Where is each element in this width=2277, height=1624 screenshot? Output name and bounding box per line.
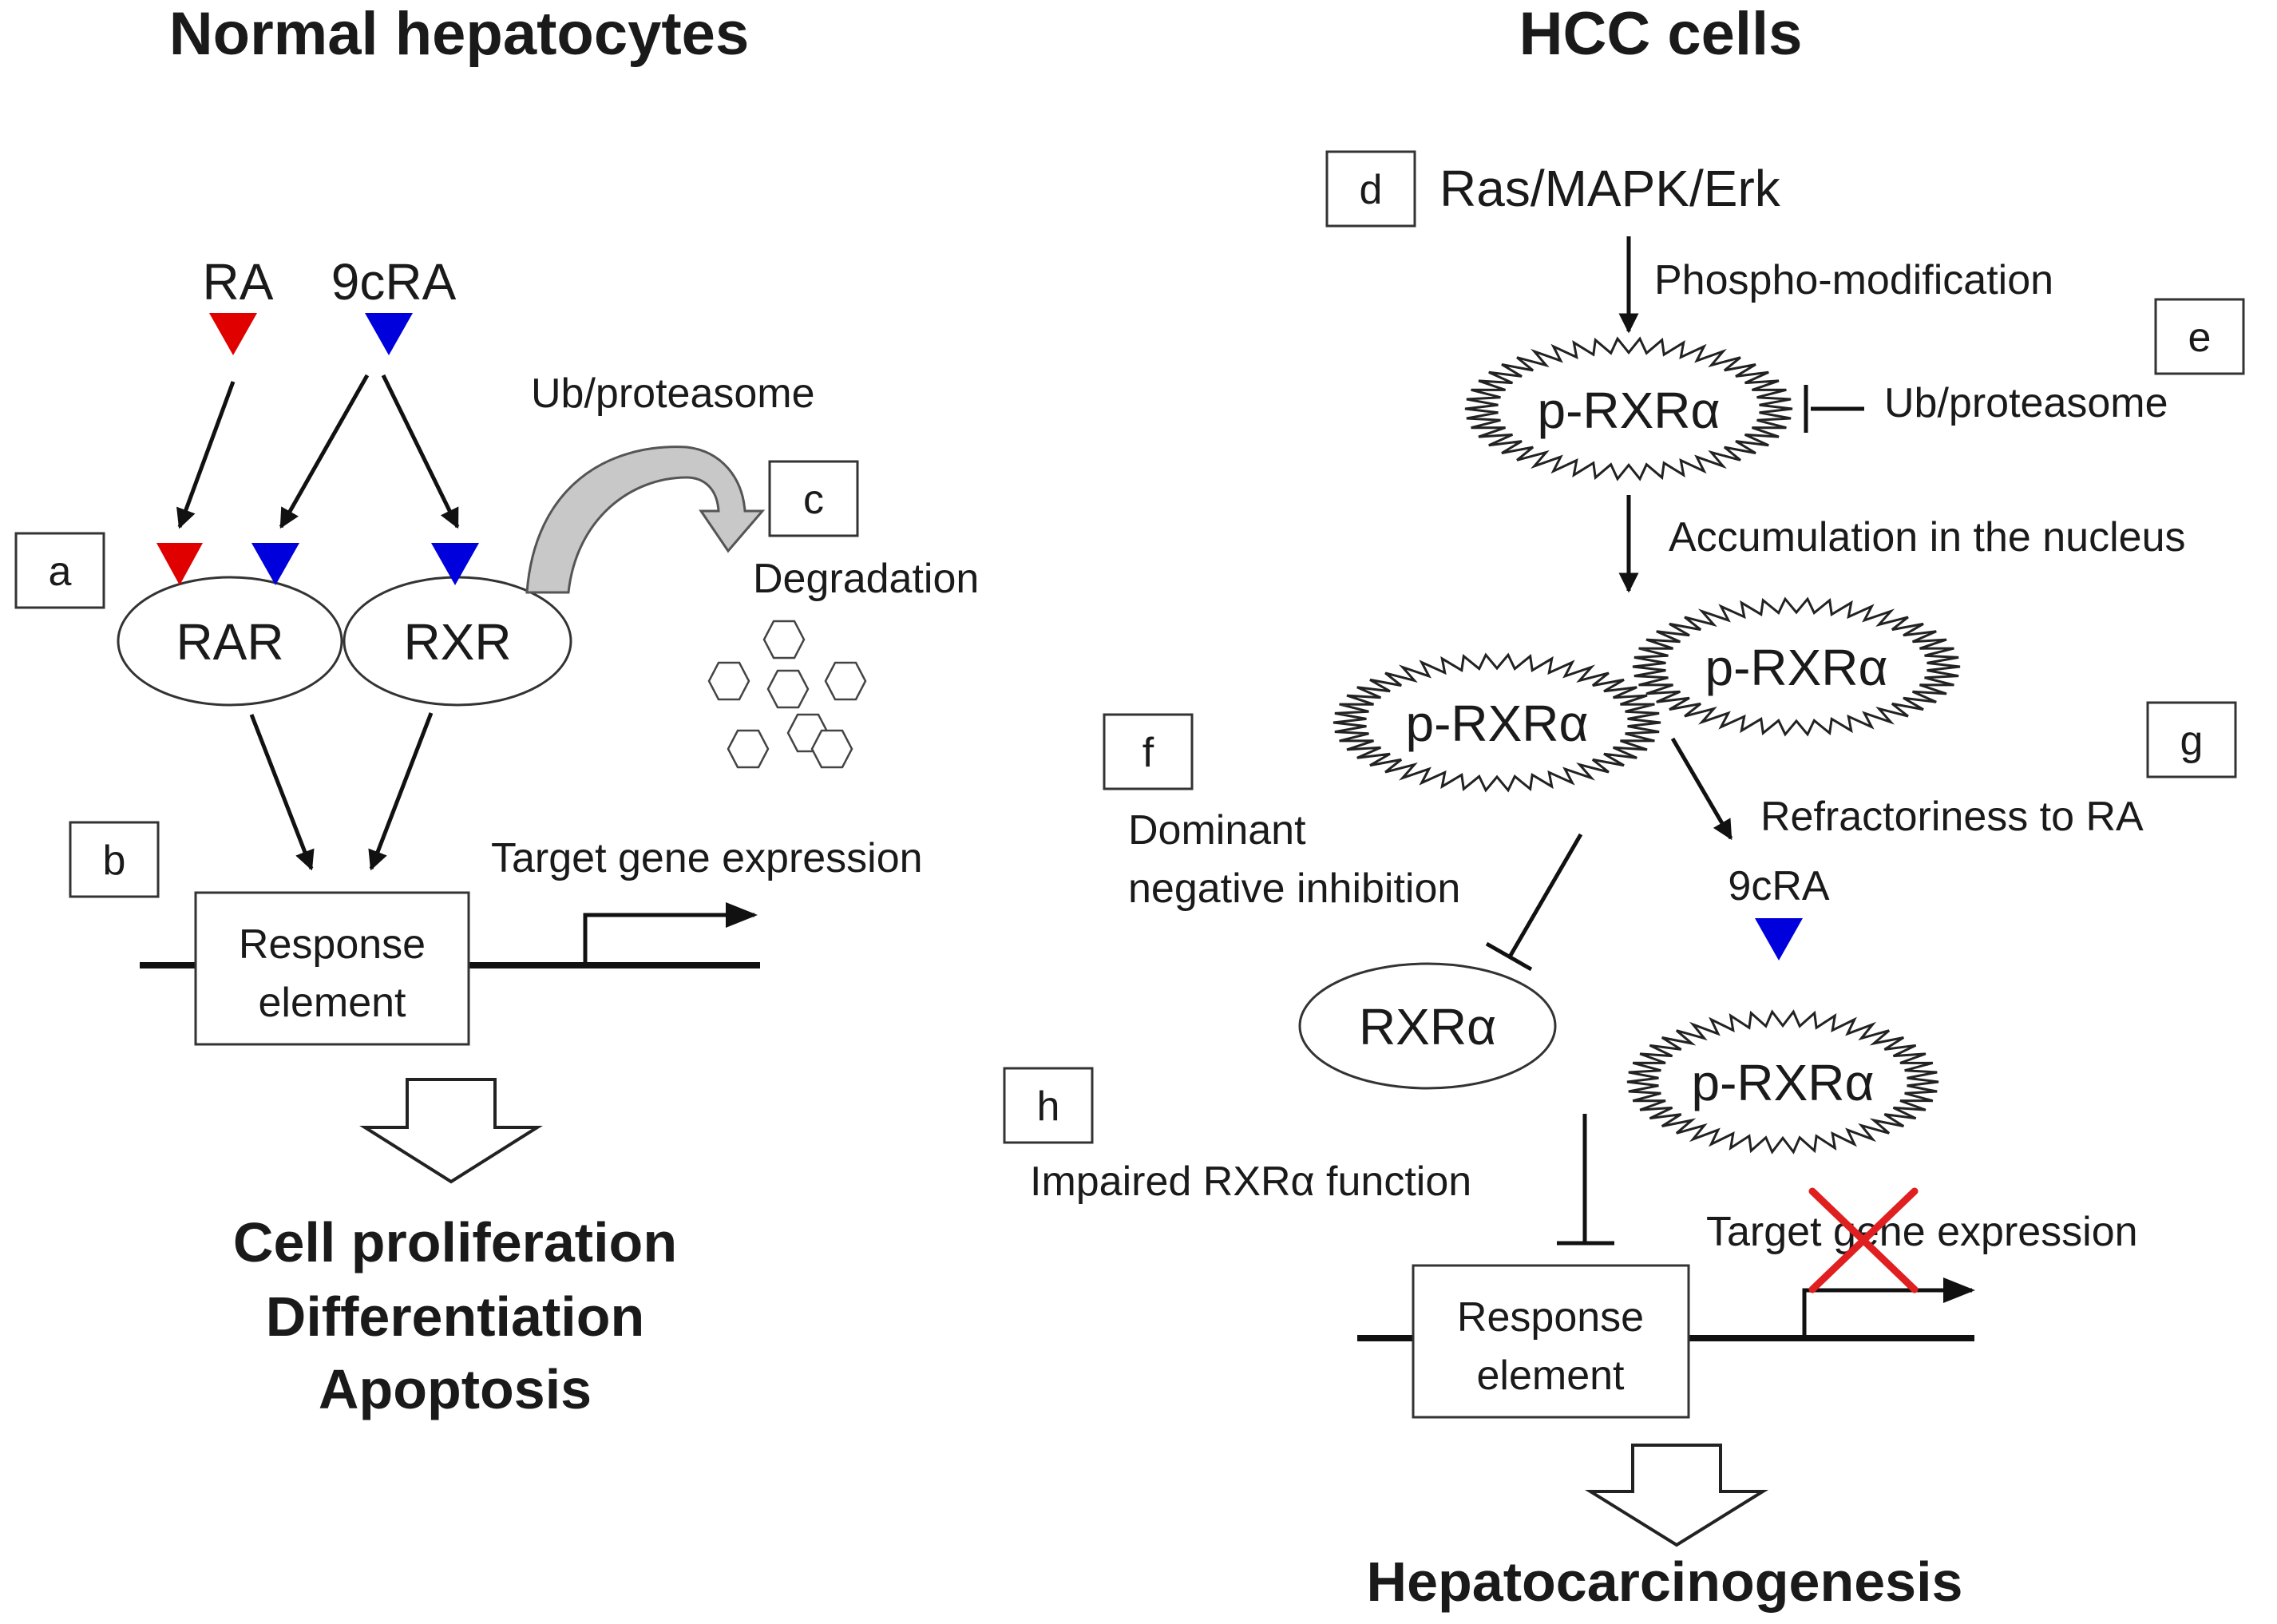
rxra-receptor	[1298, 962, 1557, 1090]
label-box-c	[768, 460, 859, 537]
bound-9cra-rxr-icon	[431, 543, 479, 585]
prxr-burst-bottom	[1626, 1009, 1939, 1155]
dominant-negative-inhibition-bar	[1485, 941, 1533, 972]
rar-label: RAR	[176, 613, 283, 671]
right-9cra-label: 9cRA	[1728, 863, 1829, 909]
fragment-4	[824, 661, 867, 701]
outcome-cell-proliferation: Cell proliferation	[233, 1211, 677, 1273]
label-box-d	[1325, 150, 1416, 228]
arrow-rar-to-element	[249, 714, 315, 871]
bound-9cra-rar-icon	[251, 543, 299, 585]
left-ub-proteasome-label: Ub/proteasome	[531, 370, 815, 417]
prxr-right-label: p-RXRα	[1705, 639, 1887, 696]
outcome-apoptosis: Apoptosis	[319, 1358, 592, 1420]
label-box-h	[1003, 1067, 1094, 1144]
degradation-curved-arrow	[525, 446, 766, 594]
dominant-label-1: Dominant	[1128, 807, 1306, 854]
label-h: h	[1037, 1083, 1060, 1130]
blocked-expression-cross-icon	[1808, 1187, 1919, 1293]
left-response-element-box	[194, 891, 470, 1046]
phospho-modification-label: Phospho-modification	[1654, 257, 2053, 303]
left-outcome-arrow	[359, 1078, 543, 1184]
ras-mapk-erk-label: Ras/MAPK/Erk	[1439, 160, 1781, 217]
arrow-9cra-to-rxr	[381, 374, 460, 529]
dominant-label-2: negative inhibition	[1128, 865, 1460, 912]
prxr-bottom-label: p-RXRα	[1691, 1054, 1874, 1111]
label-g: g	[2180, 718, 2204, 764]
label-e: e	[2188, 315, 2212, 361]
right-response-element-box	[1412, 1264, 1690, 1419]
prxr-burst-right	[1632, 596, 1961, 737]
label-box-b	[69, 821, 160, 898]
rxra-label: RXRα	[1359, 998, 1496, 1056]
arrow-rxr-to-element	[368, 712, 434, 871]
label-box-f	[1103, 713, 1194, 790]
ra-label: RA	[203, 253, 274, 311]
prxr-top-label: p-RXRα	[1537, 382, 1720, 439]
prxr-burst-top	[1464, 336, 1793, 481]
arrow-to-refractoriness	[1670, 737, 1733, 841]
accumulation-label: Accumulation in the nucleus	[1669, 514, 2186, 560]
label-c: c	[803, 477, 824, 523]
right-ub-proteasome-label: Ub/proteasome	[1884, 380, 2168, 426]
label-box-a	[14, 532, 105, 609]
impaired-function-label: Impaired RXRα function	[1030, 1159, 1471, 1205]
right-response-label-2: element	[1477, 1353, 1626, 1399]
fragment-7	[810, 729, 853, 769]
left-target-gene-label: Target gene expression	[491, 835, 923, 881]
label-box-e	[2154, 298, 2245, 375]
arrow-ra-to-rar	[176, 381, 236, 529]
prxr-burst-left	[1333, 652, 1661, 793]
right-title: HCC cells	[1519, 0, 1803, 68]
left-transcription-arrow	[583, 902, 758, 965]
right-response-label-1: Response	[1457, 1294, 1644, 1341]
right-outcome-arrow	[1584, 1444, 1769, 1547]
prxr-left-label: p-RXRα	[1405, 695, 1588, 752]
outcome-differentiation: Differentiation	[266, 1285, 644, 1348]
rxr-label: RXR	[403, 613, 511, 671]
fragment-3	[766, 669, 810, 709]
fragment-1	[762, 620, 806, 660]
label-f: f	[1142, 730, 1154, 776]
label-box-g	[2146, 701, 2237, 778]
degraded-fragments	[707, 620, 867, 769]
rar-receptor	[117, 576, 343, 707]
ra-ligand-icon	[209, 313, 257, 355]
label-b: b	[103, 838, 126, 884]
label-d: d	[1360, 167, 1383, 213]
outcome-hepatocarcinogenesis: Hepatocarcinogenesis	[1367, 1551, 1963, 1613]
right-9cra-ligand-icon	[1755, 918, 1803, 961]
refractoriness-label: Refractoriness to RA	[1760, 794, 2144, 840]
bound-ra-icon	[156, 543, 203, 585]
left-response-label-1: Response	[239, 921, 426, 968]
9cra-label: 9cRA	[331, 253, 457, 311]
right-target-gene-label: Target gene expression	[1706, 1209, 2138, 1255]
9cra-ligand-icon	[365, 313, 413, 355]
right-transcription-arrow	[1802, 1277, 1975, 1338]
fragment-2	[707, 661, 750, 701]
left-response-label-2: element	[259, 980, 407, 1026]
left-title: Normal hepatocytes	[169, 0, 749, 68]
dominant-negative-inhibition-line	[1507, 833, 1583, 960]
degradation-label: Degradation	[753, 556, 979, 602]
arrow-9cra-to-rar	[279, 374, 370, 529]
label-a: a	[49, 549, 72, 595]
fragment-5	[727, 729, 770, 769]
